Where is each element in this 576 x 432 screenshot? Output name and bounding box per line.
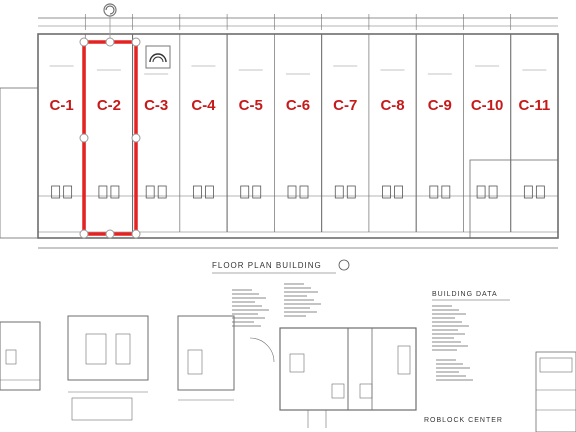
- unit-label-c-5: C-5: [239, 97, 263, 114]
- project-name: ROBLOCK CENTER: [424, 417, 503, 424]
- unit-label-c-10: C-10: [471, 97, 504, 114]
- plan-title-marker-icon: [338, 259, 350, 271]
- restroom-fixture: [287, 185, 297, 199]
- building-outline: [0, 17, 559, 249]
- unit-label-c-1: C-1: [50, 97, 74, 114]
- restroom-fixture: [240, 185, 250, 199]
- restroom-fixture: [51, 185, 61, 199]
- selection-handle-icon[interactable]: [131, 229, 141, 239]
- unit-label-c-4: C-4: [191, 97, 216, 114]
- plan-title-block: FLOOR PLAN BUILDING: [212, 259, 350, 274]
- unit-label-c-2: C-2: [97, 97, 121, 114]
- selection-handle-icon[interactable]: [105, 37, 115, 47]
- unit-label-c-9: C-9: [428, 97, 452, 114]
- restroom-fixture: [334, 185, 344, 199]
- detail-restroom-left: [0, 321, 41, 391]
- restroom-fixture: [145, 185, 155, 199]
- restroom-fixture: [523, 185, 533, 199]
- selection-handle-icon[interactable]: [79, 229, 89, 239]
- building-data-title: BUILDING DATA: [432, 291, 498, 298]
- sink-fixture: [535, 185, 545, 199]
- selection-handle-icon[interactable]: [79, 37, 89, 47]
- sink-fixture: [252, 185, 262, 199]
- sink-fixture: [394, 185, 403, 199]
- unit-dividers: [84, 14, 512, 232]
- sink-fixture: [205, 185, 214, 199]
- unit-fixtures: [49, 65, 547, 199]
- unit-label-c-7: C-7: [333, 97, 357, 114]
- sink-fixture: [346, 185, 356, 199]
- sink-fixture: [157, 185, 167, 199]
- detail-elevation-2: [177, 315, 235, 401]
- selection-handle-icon[interactable]: [79, 133, 89, 143]
- building-wall: [37, 33, 559, 239]
- sink-fixture: [488, 185, 498, 199]
- door-arch-icon[interactable]: [145, 45, 171, 69]
- selected-unit-outline[interactable]: [79, 3, 141, 239]
- general-notes: [232, 283, 473, 381]
- detail-elevation-1: [67, 315, 149, 421]
- unit-label-c-8: C-8: [380, 97, 404, 114]
- left-annex: [0, 87, 39, 239]
- restroom-fixture: [193, 185, 202, 199]
- selection-handle-icon[interactable]: [131, 37, 141, 47]
- plan-title: FLOOR PLAN BUILDING: [212, 261, 322, 270]
- unit-labels: C-1 C-2 C-3 C-4 C-5 C-6 C-7 C-8 C-9 C-10 C-11: [50, 97, 551, 114]
- sink-fixture: [63, 185, 73, 199]
- sink-fixture: [441, 185, 451, 199]
- restroom-fixture: [429, 185, 439, 199]
- unit-label-c-3: C-3: [144, 97, 168, 114]
- selection-border[interactable]: [82, 40, 138, 236]
- restroom-fixture: [382, 185, 391, 199]
- unit-label-c-11: C-11: [519, 97, 551, 114]
- unit-label-c-6: C-6: [286, 97, 310, 114]
- restroom-fixture: [476, 185, 486, 199]
- sink-fixture: [299, 185, 309, 199]
- selection-handle-icon[interactable]: [105, 229, 115, 239]
- rotate-handle-icon[interactable]: [103, 3, 117, 17]
- building-data-block: BUILDING DATA: [432, 291, 510, 301]
- detail-restroom-plan: [249, 327, 417, 428]
- right-annex: [469, 159, 559, 239]
- restroom-fixture: [98, 185, 108, 199]
- title-block: ROBLOCK CENTER: [424, 351, 576, 432]
- sink-fixture: [110, 185, 120, 199]
- selection-handle-icon[interactable]: [131, 133, 141, 143]
